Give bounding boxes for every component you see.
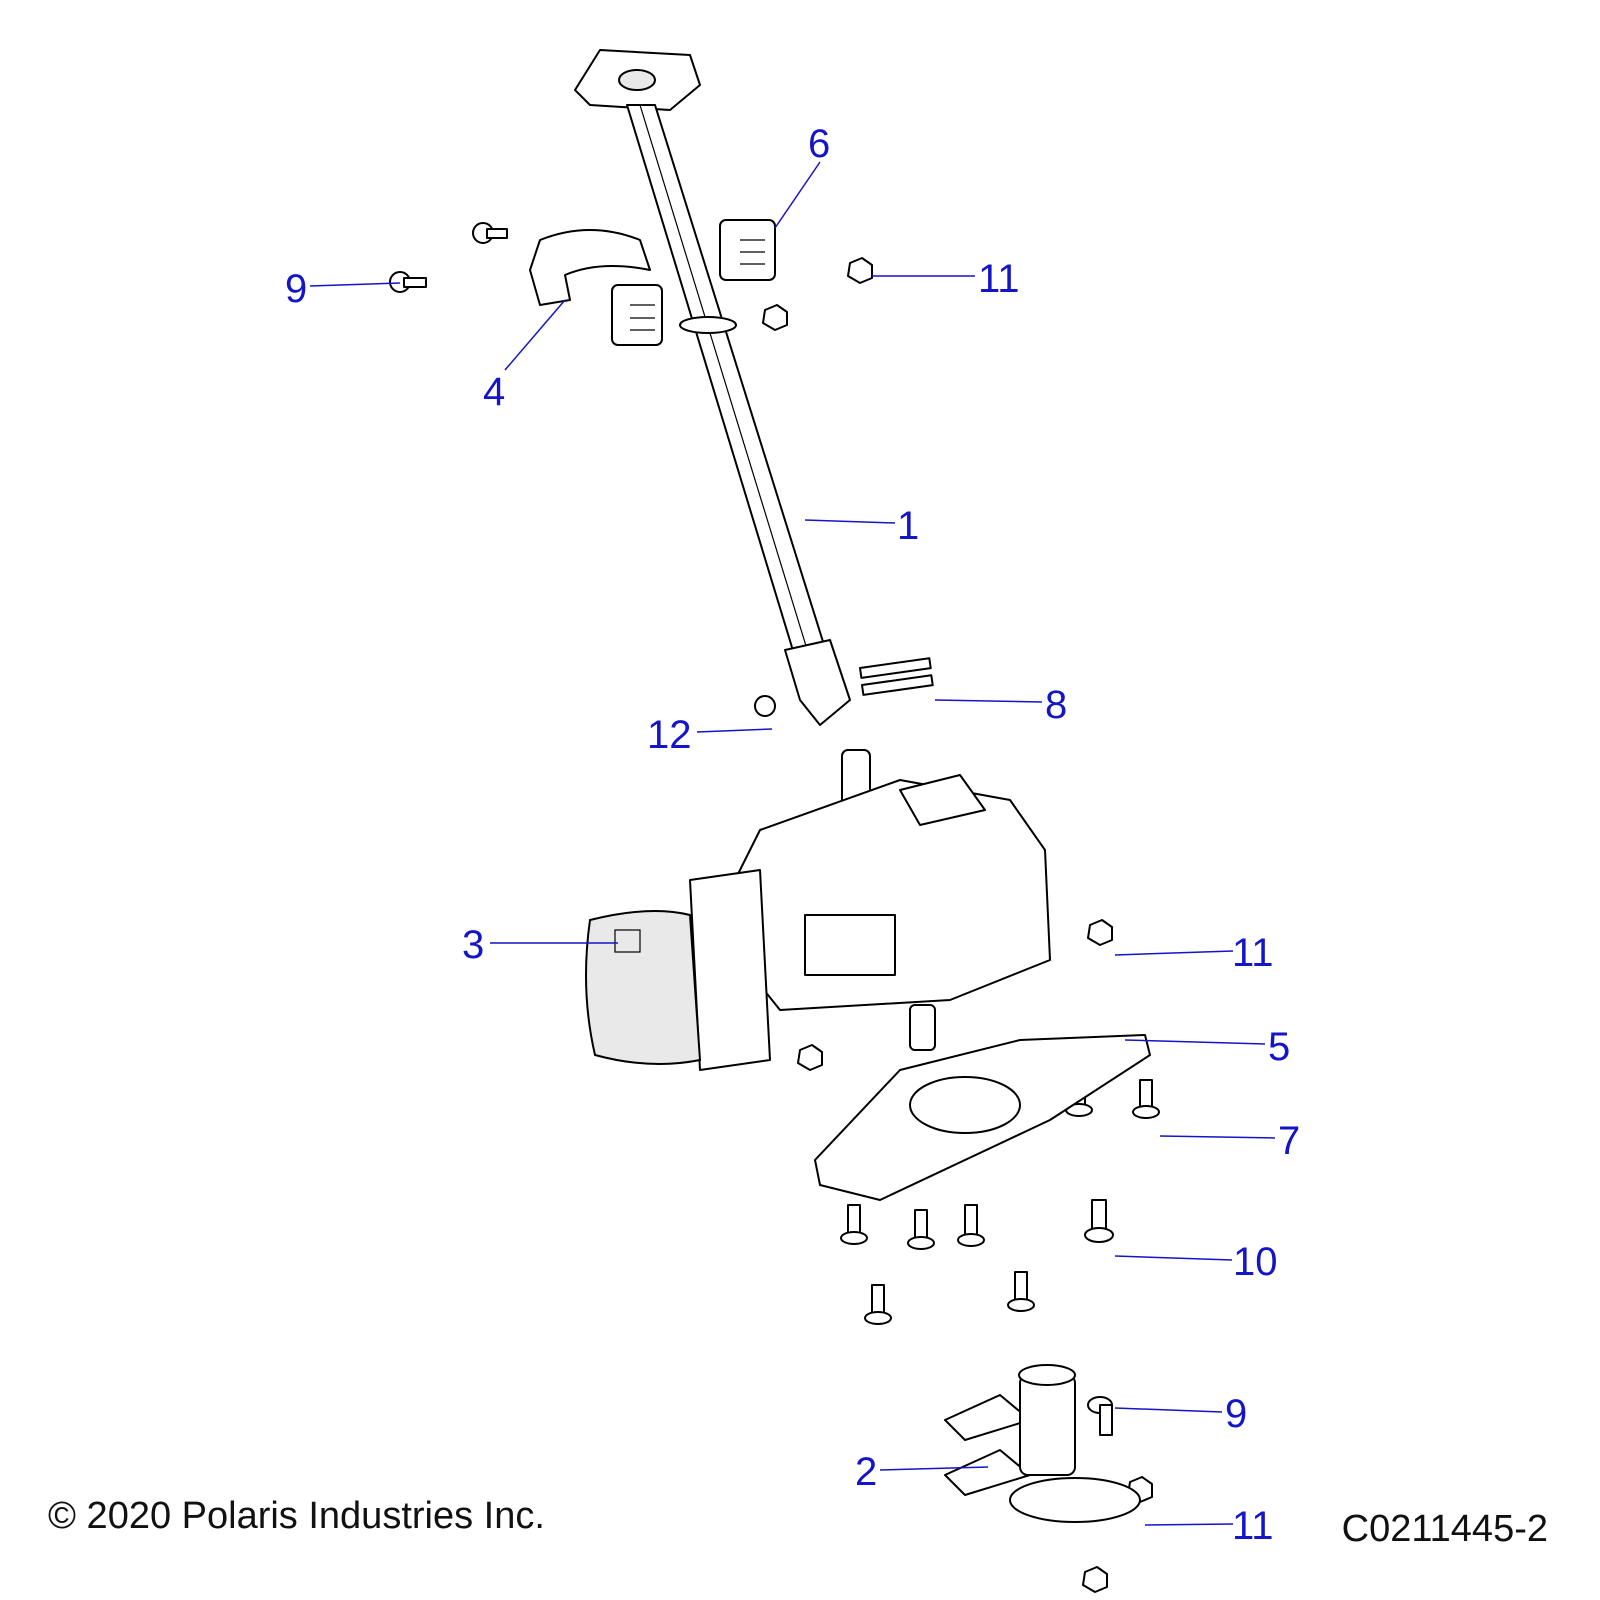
callout-6: 6 <box>774 122 830 229</box>
svg-text:10: 10 <box>1233 1240 1278 1284</box>
svg-text:1: 1 <box>897 504 919 548</box>
svg-text:11: 11 <box>978 257 1020 301</box>
column-clamp <box>529 219 776 346</box>
callout-10: 10 <box>1114 1240 1278 1284</box>
svg-text:4: 4 <box>483 370 505 414</box>
svg-text:9: 9 <box>1225 1392 1247 1436</box>
callout-9: 9 <box>1114 1392 1247 1436</box>
callout-12: 12 <box>647 713 773 757</box>
svg-text:12: 12 <box>647 713 692 757</box>
callouts: 6 11 9 4 1 8 12 3 11 5 7 10 9 2 11 <box>285 122 1300 1548</box>
callout-7: 7 <box>1159 1119 1300 1163</box>
callout-11: 11 <box>1144 1504 1274 1548</box>
svg-text:11: 11 <box>1232 931 1274 975</box>
copyright-notice: © 2020 Polaris Industries Inc. <box>48 1495 545 1537</box>
figure-id: C0211445-2 <box>1341 1508 1548 1550</box>
svg-text:11: 11 <box>1232 1504 1274 1548</box>
svg-text:8: 8 <box>1045 683 1067 727</box>
callout-11: 11 <box>1114 931 1274 975</box>
svg-text:3: 3 <box>462 923 484 967</box>
callout-3: 3 <box>462 923 618 967</box>
power-steering-unit <box>585 749 1051 1071</box>
mounting-plate <box>814 1034 1151 1201</box>
callout-8: 8 <box>934 683 1067 727</box>
callout-4: 4 <box>483 299 566 414</box>
svg-text:6: 6 <box>808 122 830 166</box>
callout-11: 11 <box>872 257 1020 301</box>
lower-shaft-assembly <box>944 1364 1141 1523</box>
svg-text:5: 5 <box>1268 1025 1290 1069</box>
callout-5: 5 <box>1124 1025 1290 1069</box>
svg-text:2: 2 <box>855 1450 877 1494</box>
svg-text:9: 9 <box>285 267 307 311</box>
callout-9: 9 <box>285 267 401 311</box>
steering-column <box>574 49 851 726</box>
svg-text:7: 7 <box>1278 1119 1300 1163</box>
callout-2: 2 <box>855 1450 989 1494</box>
callout-1: 1 <box>804 504 919 548</box>
